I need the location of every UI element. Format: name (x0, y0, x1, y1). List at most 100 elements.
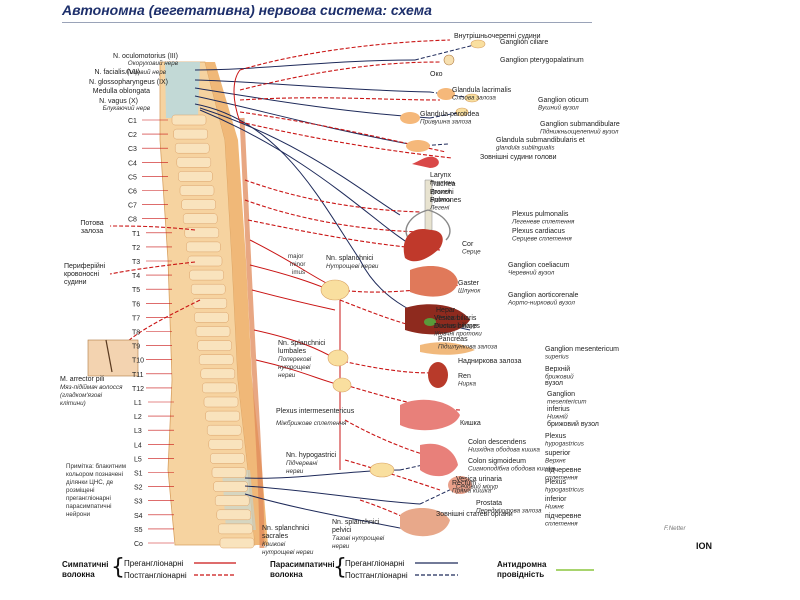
segment-label-t1: T1 (132, 231, 140, 238)
right-label-11-ukr: Трахея (430, 189, 451, 196)
right-label-7-latin: Ganglion submandibulare (540, 121, 620, 128)
trachea-organ (424, 179, 433, 231)
heart-organ (403, 229, 443, 262)
intermesentericus-ukr: Міжбрижове сплетення (276, 419, 347, 427)
legend-symp-pre: Прегангліонарні (124, 559, 184, 568)
splanchnici-minor-label: minor (290, 261, 305, 268)
right-label-37-ukr: Сигмоподібна ободова кишка (468, 465, 556, 473)
bladder-organ (448, 476, 472, 494)
right-label-20-latin: Hepar (436, 307, 456, 314)
right-label-30-latin: inferius (547, 406, 570, 413)
right-label-29-ukr: mesentericum (547, 399, 587, 406)
segment-label-t6: T6 (132, 301, 140, 308)
right-label-5-latin: Ganglion oticum (538, 97, 589, 104)
stomach-organ (410, 266, 458, 297)
right-label-30-ukr: Нижній (547, 413, 568, 421)
svg-text:{: { (333, 555, 347, 580)
vertebra-shape (181, 199, 216, 210)
eye-organ (443, 54, 455, 66)
vertebra-shape (198, 354, 234, 365)
title-divider (62, 22, 592, 23)
sweat-gland-label-1: Потова (80, 220, 103, 227)
page-title: Автономна (вегетативна) нервова система:… (62, 2, 432, 18)
right-label-15-ukr: Серцеве сплетення (512, 236, 572, 243)
right-label-21-ukr: Жовчний міхур (433, 322, 478, 330)
vertebra-shape (208, 439, 244, 450)
nn-splanchnici-label: Nn. splanchnici (326, 255, 374, 262)
lumbales-label-1: Nn. splanchnici (278, 340, 326, 347)
right-label-23-latin: Pancreas (438, 336, 468, 343)
right-label-12-latin: Bronchi (430, 189, 454, 196)
right-label-38-ukr: Пряма кишка (452, 488, 492, 495)
vertebra-shape (194, 312, 229, 323)
vertebra-shape (200, 368, 236, 380)
lumbales-label-5: нерви (278, 372, 296, 379)
segment-label-t5: T5 (132, 287, 140, 294)
vertebra-shape (213, 481, 248, 492)
hypogastrici-label-2: Підчеревні (286, 459, 318, 467)
right-label-24-latin: Ganglion mesentericum (545, 346, 619, 353)
cn-oculomotorius-ukr: Окоруховий нерв (128, 59, 179, 67)
segment-labels: C1C2C3C4C5C6C7C8T1T2T3T4T5T6T7T8T9T10T11… (128, 118, 174, 548)
right-label-17-latin: Ganglion coeliacum (508, 262, 570, 269)
right-label-16-ukr: Серце (462, 249, 481, 256)
genitalia-organ (400, 508, 450, 537)
cn-glossopharyngeus-latin: N. glossopharyngeus (IX) (89, 79, 168, 86)
right-label-43-latin: Prostata (476, 500, 502, 507)
vertebra-shape (178, 171, 213, 182)
vertebra-shape (195, 326, 231, 337)
right-label-9-latin: Зовнішні судини голови (480, 153, 557, 161)
colon-organ (420, 443, 458, 477)
segment-label-t4: T4 (132, 273, 140, 280)
ganglion-submandibulare (455, 107, 469, 117)
right-label-16-latin: Cor (462, 241, 474, 248)
right-label-18-ukr: Шлунок (458, 288, 481, 295)
right-label-0-latin: Внутрішньочерепні судини (454, 32, 541, 40)
arrector-label-3: (гладком'язові (60, 391, 103, 399)
vertebra-shape (189, 269, 224, 281)
note-line: Примітка: блакитним (66, 463, 126, 470)
right-label-10-latin: Larynx (430, 172, 452, 179)
right-label-29-latin: Ganglion (547, 391, 575, 398)
sacrales-label-4: нутрощеві нерви (262, 548, 314, 556)
right-label-12-ukr: Бронхи (430, 197, 452, 204)
ganglion-ciliare (470, 39, 486, 49)
note-line: кольором позначені (66, 471, 123, 478)
vertebra-shape (182, 213, 218, 224)
vertebra-shape (186, 241, 221, 253)
legend-symp-2: волокна (62, 570, 95, 579)
ganglion-oticum (464, 93, 480, 103)
right-label-13-ukr: Легені (429, 204, 450, 212)
segment-label-c3: C3 (128, 146, 137, 153)
left-labels: Потова залоза Периферійні кровоносні суд… (60, 220, 126, 518)
right-label-22-ukr: Жовчні протоки (433, 330, 482, 338)
vertebra-shape (202, 382, 237, 394)
cn-oculomotorius-latin: N. oculomotorius (III) (113, 53, 178, 60)
right-label-24-ukr: superius (545, 354, 570, 361)
segment-label-t9: T9 (132, 344, 140, 351)
vertebra-shape (173, 128, 208, 140)
right-label-7-ukr: Піднижньощелепний вузол (540, 128, 619, 136)
pelvici-label-4: нерви (332, 543, 350, 550)
right-label-38-latin: Rectum (452, 480, 476, 487)
lumbales-label-2: lumbales (278, 348, 307, 355)
organs (87, 54, 475, 537)
right-label-42-ukr: Сечовий міхур (456, 483, 499, 491)
spinal-column (159, 61, 268, 549)
right-label-35-ukr: сплетення (545, 475, 578, 482)
hypogastrici-label-3: нерви (286, 468, 304, 475)
vertebra-shape (197, 340, 232, 351)
sympathetic-trunk (239, 117, 265, 549)
arrector-label-2: Мяз-підіймач волосся (60, 383, 123, 391)
right-label-28-ukr: Нирка (458, 381, 477, 388)
right-label-33-latin: Plexus (545, 433, 567, 440)
segment-label-c5: C5 (128, 174, 137, 181)
legend-para-1: Парасимпатичні (270, 560, 335, 569)
note-line: прегангліонарні (66, 495, 111, 502)
submandibular-gland-organ (406, 140, 430, 152)
sacrales-label-3: Крижові (262, 540, 286, 548)
lacrimal-gland-organ (437, 88, 455, 100)
note-line: парасимпатичні (66, 503, 111, 510)
segment-label-t3: T3 (132, 259, 140, 266)
